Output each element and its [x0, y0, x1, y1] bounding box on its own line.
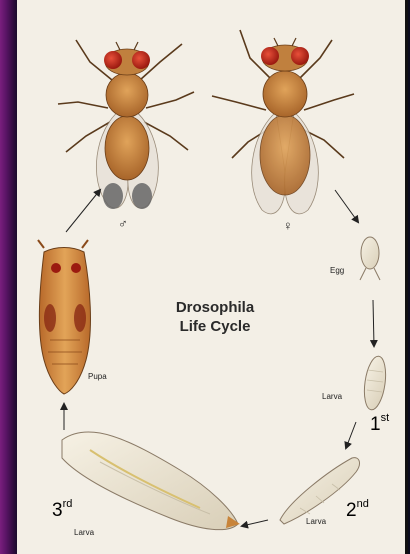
male-symbol: ♂ [118, 216, 128, 231]
title-line-1: Drosophila [140, 298, 290, 317]
title-line-2: Life Cycle [140, 317, 290, 336]
male-fly [58, 40, 194, 209]
pupa-label: Pupa [88, 372, 107, 381]
egg [360, 237, 380, 280]
diagram-title: Drosophila Life Cycle [140, 298, 290, 336]
egg-label: Egg [330, 266, 344, 275]
third-instar-suffix: rd [63, 498, 73, 510]
second-instar-label: 2nd [346, 500, 369, 522]
pupa [38, 240, 90, 394]
third-instar-larva [62, 432, 240, 530]
second-instar-number: 2 [346, 500, 357, 521]
arrow-female-to-egg [335, 190, 358, 222]
arrow-larva2-to-larva3 [242, 520, 268, 526]
arrow-pupa-to-male [66, 190, 100, 232]
first-instar-suffix: st [381, 412, 390, 424]
first-instar-number: 1 [370, 414, 381, 435]
second-instar-suffix: nd [357, 498, 369, 510]
larva-1-label: Larva [322, 392, 342, 401]
first-instar-larva [361, 355, 388, 411]
arrow-larva1-to-larva2 [346, 422, 356, 448]
arrow-egg-to-larva1 [373, 300, 374, 346]
female-symbol: ♀ [283, 218, 293, 233]
first-instar-label: 1st [370, 414, 389, 436]
third-instar-number: 3 [52, 500, 63, 521]
larva-3-label: Larva [74, 528, 94, 537]
third-instar-label: 3rd [52, 500, 72, 522]
larva-2-label: Larva [306, 517, 326, 526]
female-fly [212, 30, 354, 214]
